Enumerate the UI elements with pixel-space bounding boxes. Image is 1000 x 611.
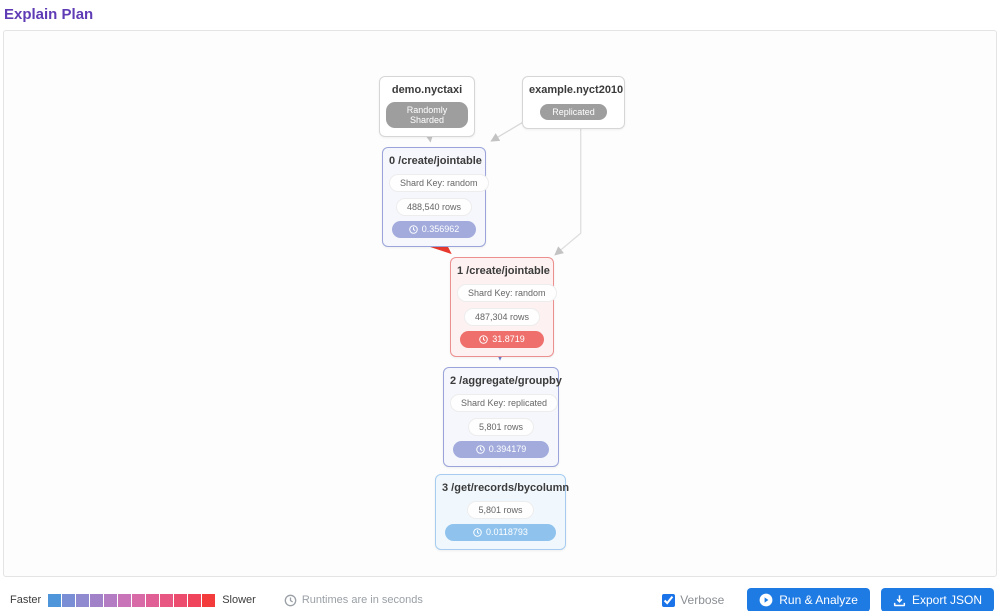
table-distribution-badge: Randomly Sharded — [386, 102, 468, 128]
clock-icon — [473, 527, 482, 537]
legend-swatch — [132, 593, 146, 607]
legend-swatch — [146, 593, 160, 607]
table-name: demo.nyctaxi — [391, 84, 463, 96]
table-node-demo-nyctaxi[interactable]: demo.nyctaxi Randomly Sharded — [379, 76, 475, 137]
run-analyze-button[interactable]: Run & Analyze — [747, 588, 870, 611]
page-title: Explain Plan — [4, 6, 94, 23]
legend-swatch — [118, 593, 132, 607]
legend-swatch — [202, 593, 216, 607]
clock-icon — [284, 594, 297, 606]
clock-icon — [479, 334, 488, 344]
node-title: 3 /get/records/bycolumn — [442, 482, 570, 494]
runtime-pill: 31.8719 — [460, 331, 544, 348]
plan-node-2-aggregate-groupby[interactable]: 2 /aggregate/groupby Shard Key: replicat… — [443, 367, 562, 467]
clock-icon — [408, 224, 418, 234]
clock-icon — [475, 444, 485, 454]
node-title: 1 /create/jointable — [457, 265, 550, 277]
runtime-pill: 0.356962 — [392, 221, 476, 238]
verbose-checkbox[interactable] — [662, 593, 676, 607]
runtime-value: 31.8719 — [492, 334, 525, 344]
legend-slower-label: Slower — [222, 594, 256, 606]
plan-canvas[interactable]: demo.nyctaxi Randomly Sharded example.ny… — [3, 30, 997, 577]
legend-swatch — [76, 593, 90, 607]
legend-swatch — [90, 593, 104, 607]
plan-node-0-create-jointable[interactable]: 0 /create/jointable Shard Key: random 48… — [382, 147, 489, 247]
rows-pill: 5,801 rows — [467, 418, 535, 436]
verbose-label[interactable]: Verbose — [680, 593, 725, 607]
legend-swatch — [160, 593, 174, 607]
legend-swatch — [174, 593, 188, 607]
plan-node-3-get-records-bycolumn[interactable]: 3 /get/records/bycolumn 5,801 rows 0.011… — [435, 474, 570, 550]
run-analyze-label: Run & Analyze — [779, 593, 858, 607]
runtime-pill: 0.0118793 — [445, 524, 556, 541]
table-name: example.nyct2010 — [529, 84, 624, 96]
node-title: 2 /aggregate/groupby — [450, 375, 562, 387]
play-circle-icon — [759, 593, 773, 607]
runtime-value: 0.356962 — [421, 224, 460, 234]
shard-key-pill: Shard Key: random — [457, 284, 557, 302]
table-distribution-badge: Replicated — [540, 104, 607, 120]
legend-swatch — [48, 593, 62, 607]
legend-faster-label: Faster — [10, 594, 42, 606]
plan-node-1-create-jointable[interactable]: 1 /create/jointable Shard Key: random 48… — [450, 257, 557, 357]
runtime-value: 0.394179 — [488, 444, 527, 454]
shard-key-pill: Shard Key: replicated — [450, 394, 559, 412]
rows-pill: 488,540 rows — [395, 198, 473, 216]
legend-swatch — [104, 593, 118, 607]
legend-swatch — [62, 593, 76, 607]
runtime-note-text: Runtimes are in seconds — [301, 594, 423, 606]
runtime-pill: 0.394179 — [453, 441, 549, 458]
footer-actions: Verbose Run & Analyze Export JSON — [662, 588, 994, 611]
export-json-label: Export JSON — [911, 593, 982, 607]
runtime-note: Runtimes are in seconds — [284, 594, 423, 607]
rows-pill: 5,801 rows — [467, 501, 534, 519]
table-node-example-nyct2010[interactable]: example.nyct2010 Replicated — [522, 76, 625, 129]
node-title: 0 /create/jointable — [389, 155, 482, 167]
rows-pill: 487,304 rows — [463, 308, 541, 326]
legend-swatch — [188, 593, 202, 607]
export-json-button[interactable]: Export JSON — [880, 588, 994, 611]
legend-gradient — [48, 593, 216, 607]
download-icon — [893, 594, 906, 606]
runtime-value: 0.0118793 — [486, 527, 528, 537]
footer-bar: Faster Slower Runtimes are in seconds Ve… — [0, 587, 1000, 611]
shard-key-pill: Shard Key: random — [389, 174, 489, 192]
runtime-legend: Faster Slower Runtimes are in seconds — [10, 593, 423, 607]
edge-table2-to-op1 — [554, 115, 582, 256]
